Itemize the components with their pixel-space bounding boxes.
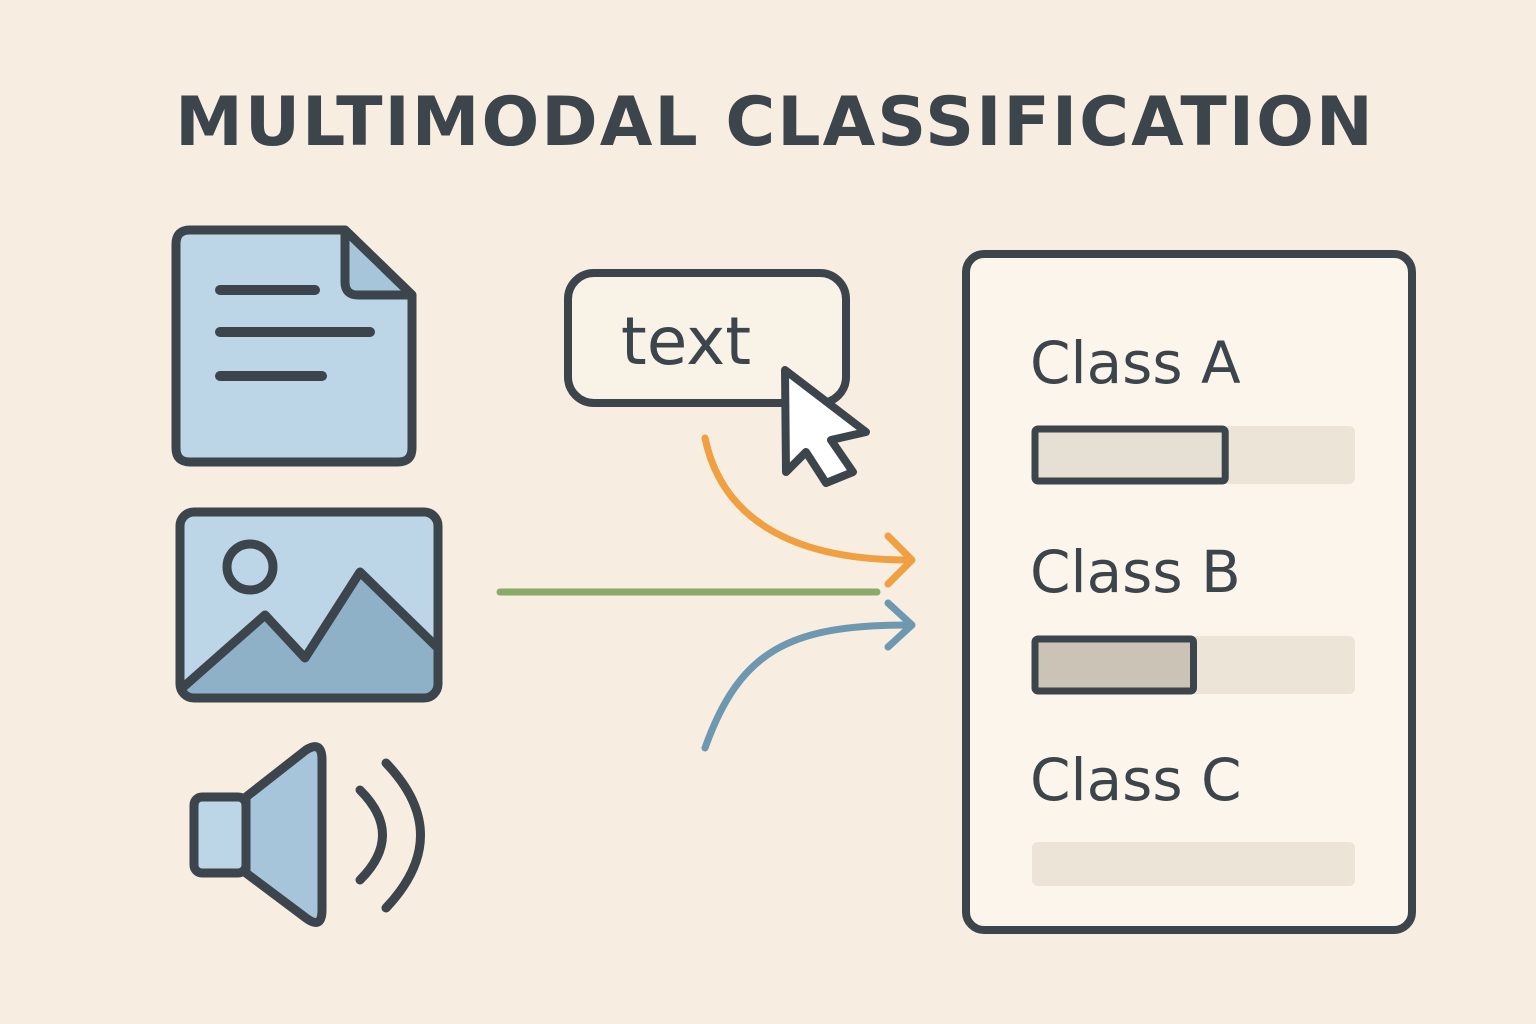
class-b-bar-fill — [1031, 635, 1197, 695]
text-chip-label: text — [621, 303, 751, 380]
speaker-icon — [189, 742, 425, 927]
blue-arrow — [701, 599, 916, 752]
diagram-title: MULTIMODAL CLASSIFICATION — [175, 83, 1375, 162]
image-icon — [175, 507, 443, 703]
cursor-icon — [781, 366, 870, 487]
class-a-label: Class A — [1030, 329, 1241, 397]
class-a-bar-fill — [1031, 425, 1229, 485]
orange-arrow — [701, 434, 916, 588]
classification-panel: Class A Class B Class C — [962, 250, 1416, 934]
class-c-label: Class C — [1030, 746, 1242, 814]
document-icon — [171, 225, 417, 467]
text-input-chip[interactable]: text — [564, 269, 850, 407]
class-c-bar-track — [1032, 842, 1355, 886]
class-b-label: Class B — [1030, 538, 1241, 606]
